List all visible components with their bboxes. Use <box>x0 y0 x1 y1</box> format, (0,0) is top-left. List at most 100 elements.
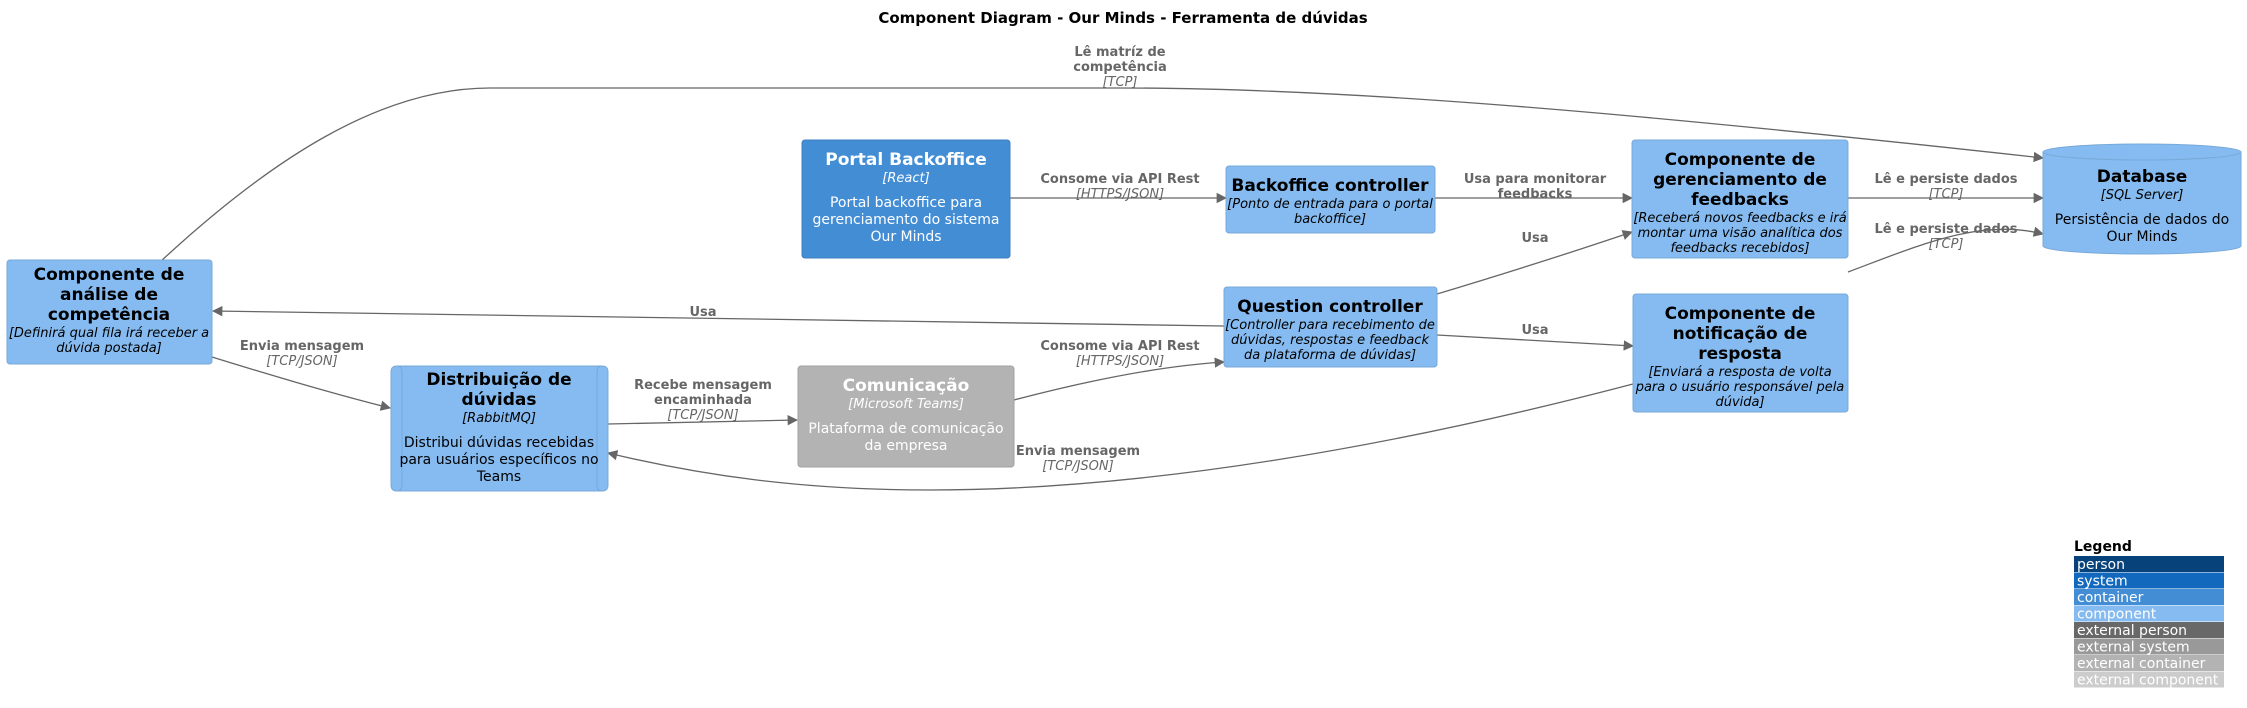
edge-notificacao-to-distribuicao <box>606 383 1634 491</box>
node-technology: [Microsoft Teams] <box>848 397 964 412</box>
legend-swatch <box>2074 655 2224 671</box>
edge-technology: [TCP/JSON] <box>667 408 738 423</box>
node-title: competência <box>48 305 170 325</box>
edge-label: Consome via API Rest <box>1040 172 1199 187</box>
legend-swatch <box>2074 605 2224 622</box>
edge-technology: [TCP] <box>1928 237 1963 252</box>
node-technology: [RabbitMQ] <box>462 411 536 426</box>
edge-label: encaminhada <box>654 393 752 408</box>
node-title: Backoffice controller <box>1231 176 1429 196</box>
node-technology: [Ponto de entrada para o portal <box>1227 197 1433 212</box>
node-technology: dúvida] <box>1715 395 1764 410</box>
legend-item-label: component <box>2077 607 2157 623</box>
edge-label: competência <box>1073 60 1167 75</box>
node-title: Distribuição de <box>426 370 571 390</box>
edge-label: Envia mensagem <box>240 339 364 354</box>
node-backoffice-controller[interactable]: Backoffice controller[Ponto de entrada p… <box>1225 165 1436 234</box>
edge-analise-to-distribuicao <box>211 356 392 411</box>
legend-title: Legend <box>2074 539 2132 555</box>
edge-comunicacao-to-question <box>1013 357 1226 401</box>
edge-notificacao-to-database <box>1847 226 2045 273</box>
edges-layer <box>159 87 2045 491</box>
edge-analise-to-database <box>159 87 2045 263</box>
node-title: Portal Backoffice <box>825 150 986 170</box>
legend-item-label: external person <box>2077 623 2187 639</box>
edge-label: Consome via API Rest <box>1040 339 1199 354</box>
edge-technology: [TCP] <box>1102 75 1137 90</box>
node-title: Database <box>2097 167 2187 187</box>
node-title: feedbacks <box>1691 190 1789 210</box>
legend-item-label: external container <box>2077 656 2206 672</box>
node-description: Persistência de dados do <box>2055 212 2229 228</box>
node-description: gerenciamento do sistema <box>813 212 1000 228</box>
edge-technology: [HTTPS/JSON] <box>1076 354 1164 369</box>
legend-item-label: external component <box>2077 673 2219 689</box>
node-description: Our Minds <box>2106 229 2177 245</box>
legend-item-label: person <box>2077 557 2125 573</box>
node-technology: da plataforma de dúvidas] <box>1244 348 1416 363</box>
node-technology: para o usuário responsável pela <box>1635 380 1845 395</box>
node-technology: [React] <box>882 171 929 186</box>
edge-label: Usa para monitorar <box>1464 172 1607 187</box>
edge-label: Lê e persiste dados <box>1874 172 2017 187</box>
node-portal-backoffice[interactable]: Portal Backoffice[React]Portal backoffic… <box>801 139 1011 259</box>
node-title: Componente de <box>1665 304 1816 324</box>
node-title: análise de <box>60 285 158 305</box>
node-description: Distribui dúvidas recebidas <box>404 435 594 451</box>
edge-distribuicao-to-comunicacao <box>607 414 799 426</box>
node-question-controller[interactable]: Question controller[Controller para rece… <box>1223 286 1438 368</box>
edge-technology: [HTTPS/JSON] <box>1076 187 1164 202</box>
legend-swatch <box>2074 671 2224 688</box>
legend-item-label: external system <box>2077 640 2190 656</box>
legend: Legend personsystemcontainercomponentext… <box>2074 539 2224 689</box>
node-database[interactable]: Database[SQL Server] Persistência de dado… <box>2042 143 2242 255</box>
edge-label: Lê e persiste dados <box>1874 222 2017 237</box>
node-technology: [Enviará a resposta de volta <box>1648 365 1831 380</box>
edge-technology: [TCP/JSON] <box>1042 459 1113 474</box>
node-title: Componente de <box>34 265 185 285</box>
node-title: resposta <box>1698 344 1782 364</box>
node-technology: feedbacks recebidos] <box>1670 241 1809 256</box>
edge-label: Usa <box>1521 231 1548 246</box>
legend-item-label: container <box>2077 590 2144 606</box>
legend-swatch <box>2074 638 2224 655</box>
edge-technology: [TCP] <box>1928 187 1963 202</box>
node-comunicacao[interactable]: Comunicação[Microsoft Teams]Plataforma d… <box>797 365 1015 468</box>
node-title: notificação de <box>1673 324 1808 344</box>
node-description: Teams <box>476 469 521 485</box>
edge-question-to-feedbacks <box>1436 230 1633 295</box>
node-description: Plataforma de comunicação <box>808 421 1003 437</box>
edge-question-to-notificacao <box>1436 334 1635 351</box>
node-description: para usuários específicos no <box>399 452 598 468</box>
diagram-title: Component Diagram - Our Minds - Ferramen… <box>878 9 1367 27</box>
node-description: Our Minds <box>870 229 941 245</box>
edge-label: feedbacks <box>1498 187 1573 202</box>
node-title: Componente de <box>1665 150 1816 170</box>
edge-technology: [TCP/JSON] <box>266 354 337 369</box>
edge-label: Recebe mensagem <box>634 378 772 393</box>
node-technology: [Receberá novos feedbacks e irá <box>1633 211 1846 226</box>
node-technology: [Controller para recebimento de <box>1225 318 1435 333</box>
edge-question-to-analise <box>211 305 1225 327</box>
node-title: Question controller <box>1237 297 1423 317</box>
legend-swatch <box>2074 622 2224 638</box>
node-technology: dúvidas, respostas e feedback <box>1231 333 1429 348</box>
edge-label: Usa <box>689 305 716 320</box>
legend-item-label: system <box>2077 574 2128 590</box>
edge-label: Usa <box>1521 323 1548 338</box>
node-description: da empresa <box>865 438 948 454</box>
node-technology: backoffice] <box>1294 212 1366 227</box>
node-technology: [Definirá qual fila irá receber a <box>9 326 209 341</box>
node-title: gerenciamento de <box>1653 170 1827 190</box>
legend-swatch <box>2074 589 2224 605</box>
node-technology: dúvida postada] <box>56 341 161 356</box>
node-title: dúvidas <box>462 390 537 410</box>
node-technology: [SQL Server] <box>2101 188 2184 203</box>
